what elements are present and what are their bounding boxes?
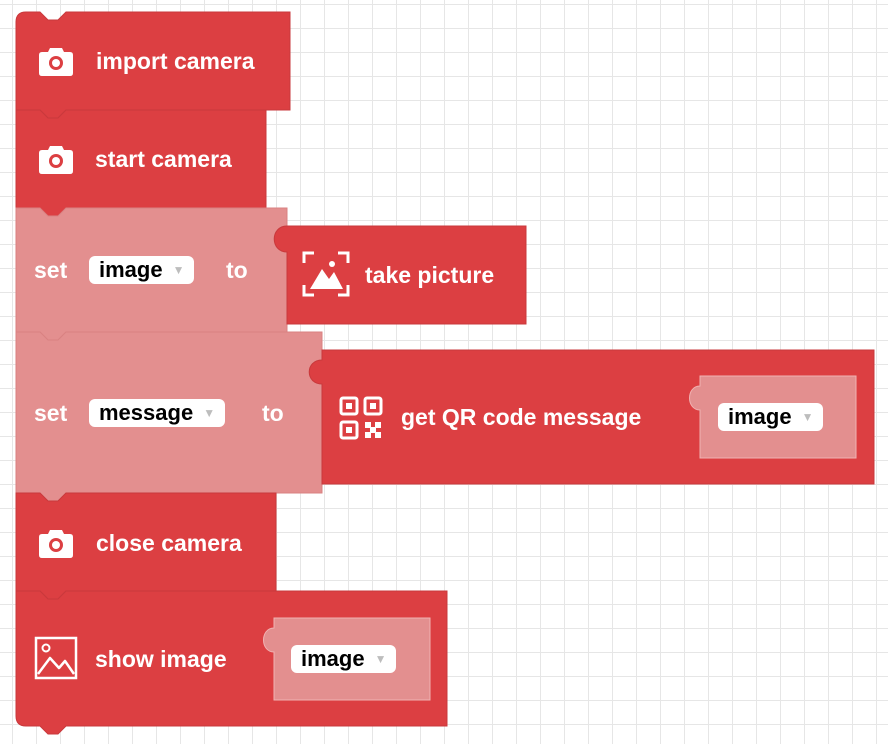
- camera-icon: [39, 146, 73, 174]
- show-image-label: show image: [95, 646, 227, 672]
- set-image-to-label: to: [226, 257, 248, 283]
- qr-argument-dropdown[interactable]: image ▼: [718, 403, 824, 431]
- camera-icon: [39, 530, 73, 558]
- qr-code-icon: [339, 396, 383, 440]
- set-image-set-label: set: [34, 257, 68, 283]
- get-qr-code-message-label: get QR code message: [401, 404, 642, 430]
- set-message-variable-label: message: [99, 400, 194, 425]
- close-camera-label: close camera: [96, 530, 242, 556]
- show-image-argument-label: image: [301, 646, 365, 671]
- capture-picture-icon: [302, 251, 350, 297]
- chevron-down-icon: ▼: [203, 406, 216, 420]
- set-message-to-label: to: [262, 400, 284, 426]
- set-image-variable-dropdown[interactable]: image ▼: [89, 256, 195, 284]
- set-message-variable-dropdown[interactable]: message ▼: [89, 399, 226, 427]
- show-image-argument-dropdown[interactable]: image ▼: [291, 645, 397, 673]
- chevron-down-icon: ▼: [374, 652, 387, 666]
- start-camera-label: start camera: [95, 146, 232, 172]
- qr-argument-label: image: [728, 404, 792, 429]
- image-icon: [34, 636, 78, 680]
- take-picture-block[interactable]: [273, 225, 527, 325]
- set-message-set-label: set: [34, 400, 68, 426]
- chevron-down-icon: ▼: [172, 263, 185, 277]
- set-image-variable-label: image: [99, 257, 163, 282]
- camera-icon: [39, 48, 73, 76]
- take-picture-label: take picture: [365, 262, 495, 288]
- chevron-down-icon: ▼: [801, 410, 814, 424]
- import-camera-label: import camera: [96, 48, 255, 74]
